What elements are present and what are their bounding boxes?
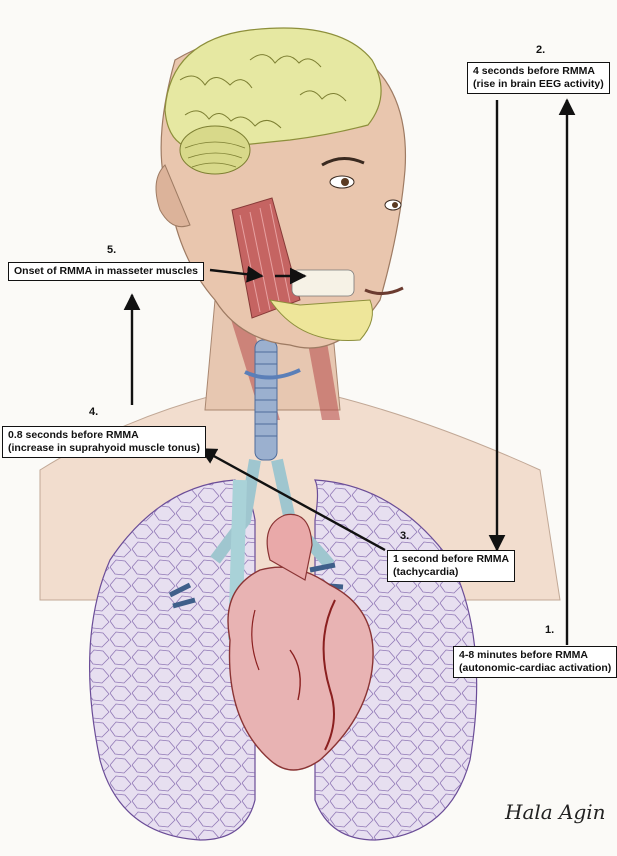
step-1-line2: (autonomic-cardiac activation): [459, 662, 611, 675]
step-4-box: 0.8 seconds before RMMA (increase in sup…: [2, 426, 206, 458]
artist-signature: Hala Agin: [505, 800, 606, 824]
step-3-line1: 1 second before RMMA: [393, 553, 509, 566]
step-4-number: 4.: [89, 406, 98, 418]
step-4-line2: (increase in suprahyoid muscle tonus): [8, 442, 200, 455]
step-1-number: 1.: [545, 624, 554, 636]
step-5-box: Onset of RMMA in masseter muscles: [8, 262, 204, 281]
step-2-number: 2.: [536, 44, 545, 56]
step-2-box: 4 seconds before RMMA (rise in brain EEG…: [467, 62, 610, 94]
step-1-box: 4-8 minutes before RMMA (autonomic-cardi…: [453, 646, 617, 678]
step-5-line1: Onset of RMMA in masseter muscles: [14, 265, 198, 278]
step-1-line1: 4-8 minutes before RMMA: [459, 649, 611, 662]
step-2-line2: (rise in brain EEG activity): [473, 78, 604, 91]
step-2-line1: 4 seconds before RMMA: [473, 65, 604, 78]
step-3-box: 1 second before RMMA (tachycardia): [387, 550, 515, 582]
step-4-line1: 0.8 seconds before RMMA: [8, 429, 200, 442]
step-3-number: 3.: [400, 530, 409, 542]
step-3-line2: (tachycardia): [393, 566, 509, 579]
step-5-number: 5.: [107, 244, 116, 256]
